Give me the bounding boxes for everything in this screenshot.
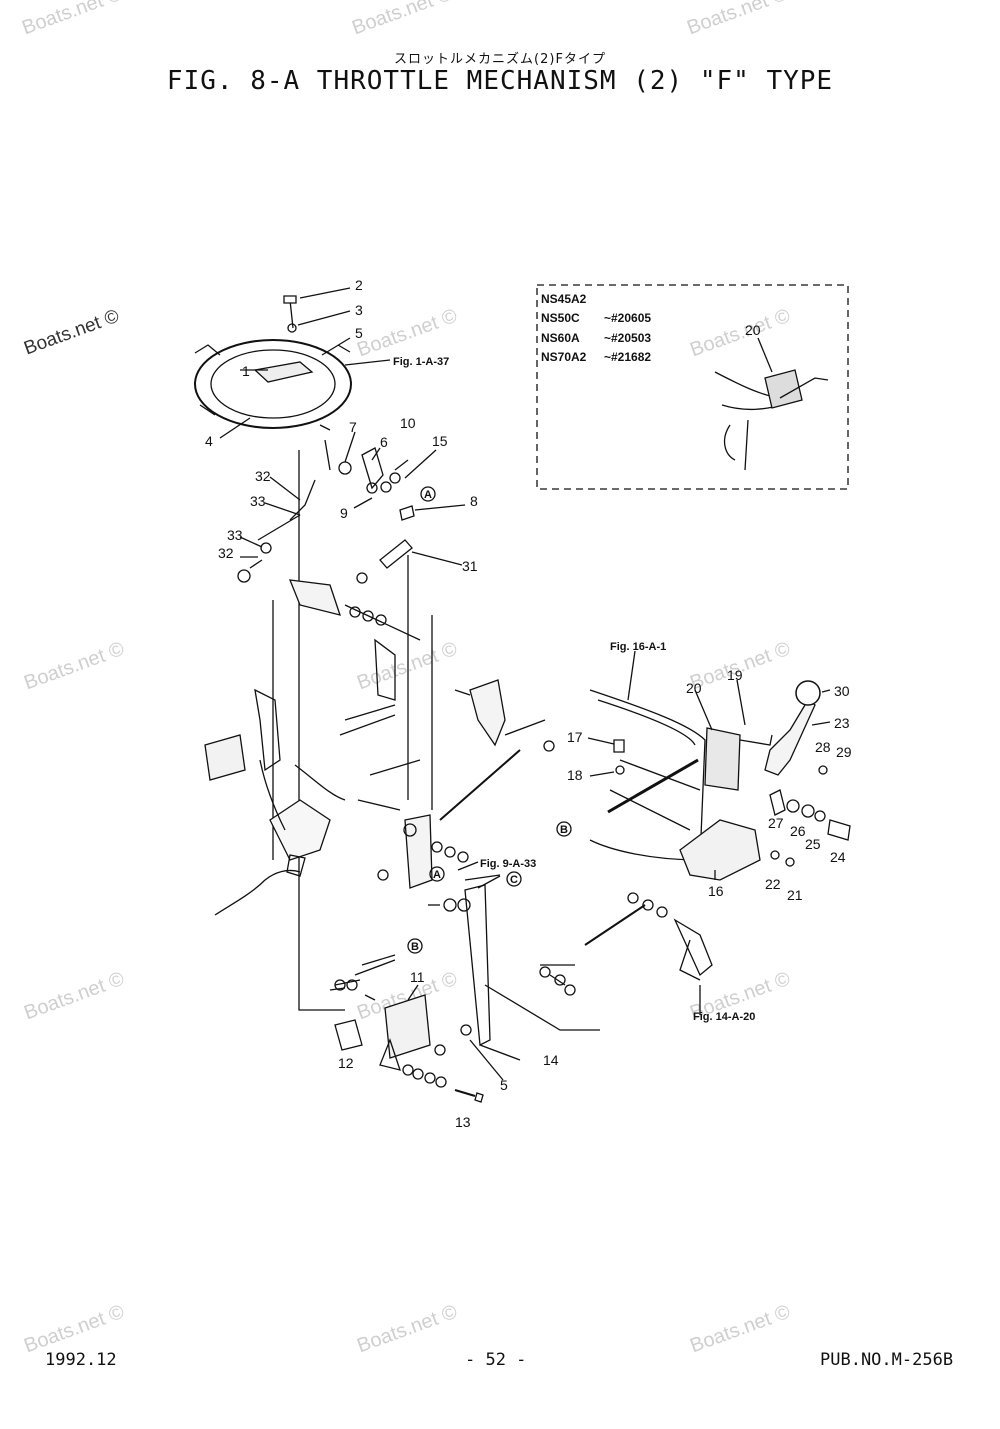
bushing-8 [399, 505, 415, 521]
callout-32: 32 [255, 468, 271, 484]
callout-22: 22 [765, 876, 781, 892]
inset-model: NS45A2 [541, 292, 587, 306]
throttle-arm-23 [764, 699, 816, 776]
inset-part-number: 20 [745, 322, 761, 338]
callout-24: 24 [830, 849, 846, 865]
bolt-2 [283, 295, 297, 304]
bolt-17 [613, 739, 625, 753]
figure-title: FIG. 8-A THROTTLE MECHANISM (2) "F" TYPE [166, 66, 834, 96]
bushing-12 [334, 1019, 363, 1051]
footer-page-number: - 52 - [465, 1350, 527, 1370]
lever-6 [361, 447, 384, 490]
callout-33: 33 [227, 527, 243, 543]
lower-lever [404, 814, 433, 889]
lower-cover-flange [194, 339, 352, 429]
washer-18 [615, 765, 625, 775]
ref-marker-a: A [433, 869, 441, 881]
callout-9: 9 [340, 505, 348, 521]
knob-30 [795, 680, 821, 706]
figure-subtitle-jp: スロットルメカニズム(2)Fタイプ [394, 52, 606, 67]
callout-15: 15 [432, 433, 448, 449]
link-rod-14 [464, 884, 491, 1047]
callout-3: 3 [355, 302, 363, 318]
bolt-24 [827, 819, 851, 841]
callout-27: 27 [768, 815, 784, 831]
callout-28: 28 [815, 739, 831, 755]
ref-marker-b: B [560, 824, 568, 836]
callout-12: 12 [338, 1055, 354, 1071]
callout-5: 5 [500, 1077, 508, 1093]
callout-29: 29 [836, 744, 852, 760]
inset-model: NS60A [541, 331, 580, 345]
callout-5: 5 [355, 325, 363, 341]
callout-13: 13 [455, 1114, 471, 1130]
callout-6: 6 [380, 434, 388, 450]
callout-25: 25 [805, 836, 821, 852]
callout-21: 21 [787, 887, 803, 903]
callout-10: 10 [400, 415, 416, 431]
inset-box [536, 284, 849, 490]
callout-33: 33 [250, 493, 266, 509]
callout-20: 20 [686, 680, 702, 696]
callout-16: 16 [708, 883, 724, 899]
callout-4: 4 [205, 433, 213, 449]
inset-serial: ~#20605 [604, 311, 651, 325]
callout-8: 8 [470, 493, 478, 509]
inset-serial: ~#20503 [604, 331, 651, 345]
callout-31: 31 [462, 558, 478, 574]
callout-19: 19 [727, 667, 743, 683]
callout-18: 18 [567, 767, 583, 783]
callout-23: 23 [834, 715, 850, 731]
callout-7: 7 [349, 419, 357, 435]
callout-26: 26 [790, 823, 806, 839]
washer-3 [287, 323, 297, 333]
ref-marker-a: A [424, 489, 432, 501]
callout-32: 32 [218, 545, 234, 561]
callout-14: 14 [543, 1052, 559, 1068]
fig-ref-16a1: Fig. 16-A-1 [610, 641, 666, 653]
fig-ref-14a20: Fig. 14-A-20 [693, 1011, 755, 1023]
footer-date: 1992.12 [45, 1350, 117, 1370]
inset-model: NS50C [541, 311, 580, 325]
callout-2: 2 [355, 277, 363, 293]
callout-30: 30 [834, 683, 850, 699]
control-rod [439, 749, 521, 821]
throttle-cam [253, 361, 314, 383]
footer-publication-number: PUB.NO.M-256B [820, 1350, 954, 1370]
fig-ref-1a37: Fig. 1-A-37 [393, 356, 449, 368]
grommet-20 [704, 727, 741, 791]
fig-ref-9a33: Fig. 9-A-33 [480, 858, 536, 870]
callout-17: 17 [567, 729, 583, 745]
throttle-lever [469, 679, 506, 747]
callout-11: 11 [410, 969, 425, 985]
ref-marker-b: B [411, 941, 419, 953]
callout-1: 1 [242, 363, 250, 379]
inset-model: NS70A2 [541, 350, 587, 364]
ref-marker-c: C [510, 874, 518, 886]
inset-serial: ~#21682 [604, 350, 651, 364]
bracket-11 [384, 994, 431, 1059]
bracket-16 [679, 819, 761, 881]
